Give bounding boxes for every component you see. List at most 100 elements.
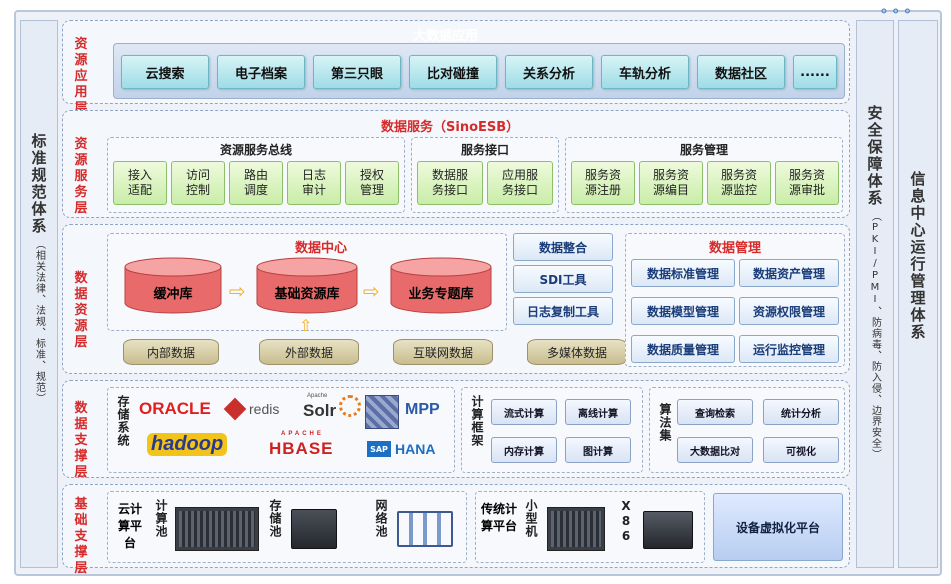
app-item-2[interactable]: 电子档案 bbox=[217, 55, 305, 89]
layer-service: 资源服务层 数据服务（SinoESB） 资源服务总线 接入 适配 访问 控制 路… bbox=[62, 110, 850, 218]
mgmt-model[interactable]: 数据模型管理 bbox=[631, 297, 735, 325]
layer-support: 数据支撑层 存储系统 ORACLE redis Apache Solr MPP … bbox=[62, 380, 850, 480]
app-item-4[interactable]: 比对碰撞 bbox=[409, 55, 497, 89]
db-buffer-label: 缓冲库 bbox=[153, 287, 193, 302]
app-item-7[interactable]: 数据社区 bbox=[697, 55, 785, 89]
db-base-label: 基础资源库 bbox=[274, 287, 340, 302]
service-bus-item-3[interactable]: 路由 调度 bbox=[229, 161, 283, 205]
mpp-logo: MPP bbox=[405, 401, 440, 418]
sap-icon: SAP bbox=[367, 441, 391, 457]
standards-subtitle: （相关法律、法规、标准、规范） bbox=[33, 239, 45, 404]
service-interface-item-1[interactable]: 数据服 务接口 bbox=[417, 161, 483, 205]
service-header: 数据服务（SinoESB） bbox=[381, 120, 520, 135]
mgmt-asset[interactable]: 数据资产管理 bbox=[739, 259, 839, 287]
mgmt-quality[interactable]: 数据质量管理 bbox=[631, 335, 735, 363]
app-item-3[interactable]: 第三只眼 bbox=[313, 55, 401, 89]
tool-log-replication[interactable]: 日志复制工具 bbox=[513, 297, 613, 325]
source-multimedia[interactable]: 多媒体数据 bbox=[527, 339, 627, 365]
source-internet[interactable]: 互联网数据 bbox=[393, 339, 493, 365]
algo-compare[interactable]: 大数据比对 bbox=[677, 437, 753, 463]
app-title-overlay: 大数据应用 bbox=[413, 29, 479, 44]
compute-label: 计算框架 bbox=[470, 395, 484, 447]
security-panel: 安全保障体系 （PKI/PMI、防病毒、防入侵、边界安全） bbox=[856, 20, 894, 568]
layer-app: 资源应用层 大数据应用 云搜索 电子档案 第三只眼 比对碰撞 关系分析 车轨分析… bbox=[62, 20, 850, 116]
service-mgmt-item-2[interactable]: 服务资 源编目 bbox=[639, 161, 703, 205]
service-bus-title: 资源服务总线 bbox=[219, 143, 292, 157]
source-internal[interactable]: 内部数据 bbox=[123, 339, 219, 365]
service-interface-title: 服务接口 bbox=[460, 143, 509, 157]
virtualization-platform[interactable]: 设备虚拟化平台 bbox=[713, 493, 843, 561]
solr-logo: Solr bbox=[303, 401, 337, 420]
layer-data-name: 数据资源层 bbox=[74, 271, 88, 350]
solr-sun-icon bbox=[339, 395, 361, 417]
redis-logo: redis bbox=[249, 401, 280, 417]
layer-infra: 基础支撑层 云计算平台 计算池 存储池 网络池 传统计算平台 小型机 X86 设… bbox=[62, 484, 850, 576]
storage-pool-label: 存储池 bbox=[268, 499, 282, 538]
arrow-right-icon: ⇨ bbox=[229, 279, 246, 303]
storage-label: 存储系统 bbox=[116, 395, 130, 447]
hbase-logo: HBASE bbox=[269, 439, 334, 458]
service-mgmt-title: 服务管理 bbox=[679, 143, 728, 157]
data-center-title: 数据中心 bbox=[295, 241, 348, 256]
mpp-icon bbox=[365, 395, 399, 429]
service-bus-item-2[interactable]: 访问 控制 bbox=[171, 161, 225, 205]
hadoop-logo: hadoop bbox=[147, 433, 228, 456]
compute-pool-label: 计算池 bbox=[154, 499, 168, 538]
algo-stats[interactable]: 统计分析 bbox=[763, 399, 839, 425]
arrow-up-icon: ⇧ bbox=[299, 316, 313, 335]
network-pool-label: 网络池 bbox=[374, 499, 388, 538]
db-topic-label: 业务专题库 bbox=[408, 287, 474, 302]
layer-app-name: 资源应用层 bbox=[74, 37, 88, 116]
hana-logo: HANA bbox=[395, 441, 436, 457]
service-bus-item-1[interactable]: 接入 适配 bbox=[113, 161, 167, 205]
compute-stream[interactable]: 流式计算 bbox=[491, 399, 557, 425]
layer-data: 数据资源层 数据中心 缓冲库 ⇨ 基础资源库 ⇨ 业务专题库 ⇧ 内部数据 外部… bbox=[62, 224, 850, 374]
app-item-5[interactable]: 关系分析 bbox=[505, 55, 593, 89]
solr-prefix: Apache bbox=[307, 393, 328, 399]
algo-search[interactable]: 查询检索 bbox=[677, 399, 753, 425]
db-buffer-icon bbox=[124, 257, 222, 314]
app-item-1[interactable]: 云搜索 bbox=[121, 55, 209, 89]
storage-pool-icon bbox=[291, 509, 337, 549]
service-interface-item-2[interactable]: 应用服 务接口 bbox=[487, 161, 553, 205]
compute-graph[interactable]: 图计算 bbox=[565, 437, 631, 463]
security-subtitle: （PKI/PMI、防病毒、防入侵、边界安全） bbox=[869, 211, 881, 460]
oracle-logo: ORACLE bbox=[139, 399, 211, 418]
db-topic-icon bbox=[390, 257, 492, 314]
service-mgmt-item-1[interactable]: 服务资 源注册 bbox=[571, 161, 635, 205]
algo-label: 算法集 bbox=[658, 403, 672, 442]
service-mgmt-item-3[interactable]: 服务资 源监控 bbox=[707, 161, 771, 205]
arrow-right-icon-2: ⇨ bbox=[363, 279, 380, 303]
mgmt-monitoring[interactable]: 运行监控管理 bbox=[739, 335, 839, 363]
compute-memory[interactable]: 内存计算 bbox=[491, 437, 557, 463]
decor-dots: ⚬⚬⚬ bbox=[878, 4, 914, 20]
ops-panel: 信息中心运行管理体系 bbox=[898, 20, 938, 568]
security-title: 安全保障体系 bbox=[865, 105, 884, 207]
source-external[interactable]: 外部数据 bbox=[259, 339, 359, 365]
layer-infra-name: 基础支撑层 bbox=[74, 497, 88, 576]
service-bus-item-4[interactable]: 日志 审计 bbox=[287, 161, 341, 205]
trad-label: 传统计算平台 bbox=[481, 502, 518, 533]
mini-server-icon bbox=[547, 507, 605, 551]
tool-sdi[interactable]: SDI工具 bbox=[513, 265, 613, 293]
tool-integration[interactable]: 数据整合 bbox=[513, 233, 613, 261]
standards-title: 标准规范体系 bbox=[29, 133, 48, 235]
standards-panel: 标准规范体系 （相关法律、法规、标准、规范） bbox=[20, 20, 58, 568]
mgmt-permission[interactable]: 资源权限管理 bbox=[739, 297, 839, 325]
x86-label: X86 bbox=[619, 499, 633, 544]
compute-offline[interactable]: 离线计算 bbox=[565, 399, 631, 425]
mini-label: 小型机 bbox=[524, 499, 538, 538]
service-mgmt-item-4[interactable]: 服务资 源审批 bbox=[775, 161, 839, 205]
app-item-6[interactable]: 车轨分析 bbox=[601, 55, 689, 89]
layer-support-name: 数据支撑层 bbox=[74, 401, 88, 480]
algo-visual[interactable]: 可视化 bbox=[763, 437, 839, 463]
data-mgmt-title: 数据管理 bbox=[708, 241, 761, 256]
mgmt-standard[interactable]: 数据标准管理 bbox=[631, 259, 735, 287]
service-bus-item-5[interactable]: 授权 管理 bbox=[345, 161, 399, 205]
app-item-more[interactable]: ...... bbox=[793, 55, 837, 89]
ops-title: 信息中心运行管理体系 bbox=[908, 171, 927, 341]
network-pool-icon bbox=[397, 511, 453, 547]
compute-pool-server-icon bbox=[175, 507, 259, 551]
cloud-label: 云计算平台 bbox=[117, 502, 142, 550]
